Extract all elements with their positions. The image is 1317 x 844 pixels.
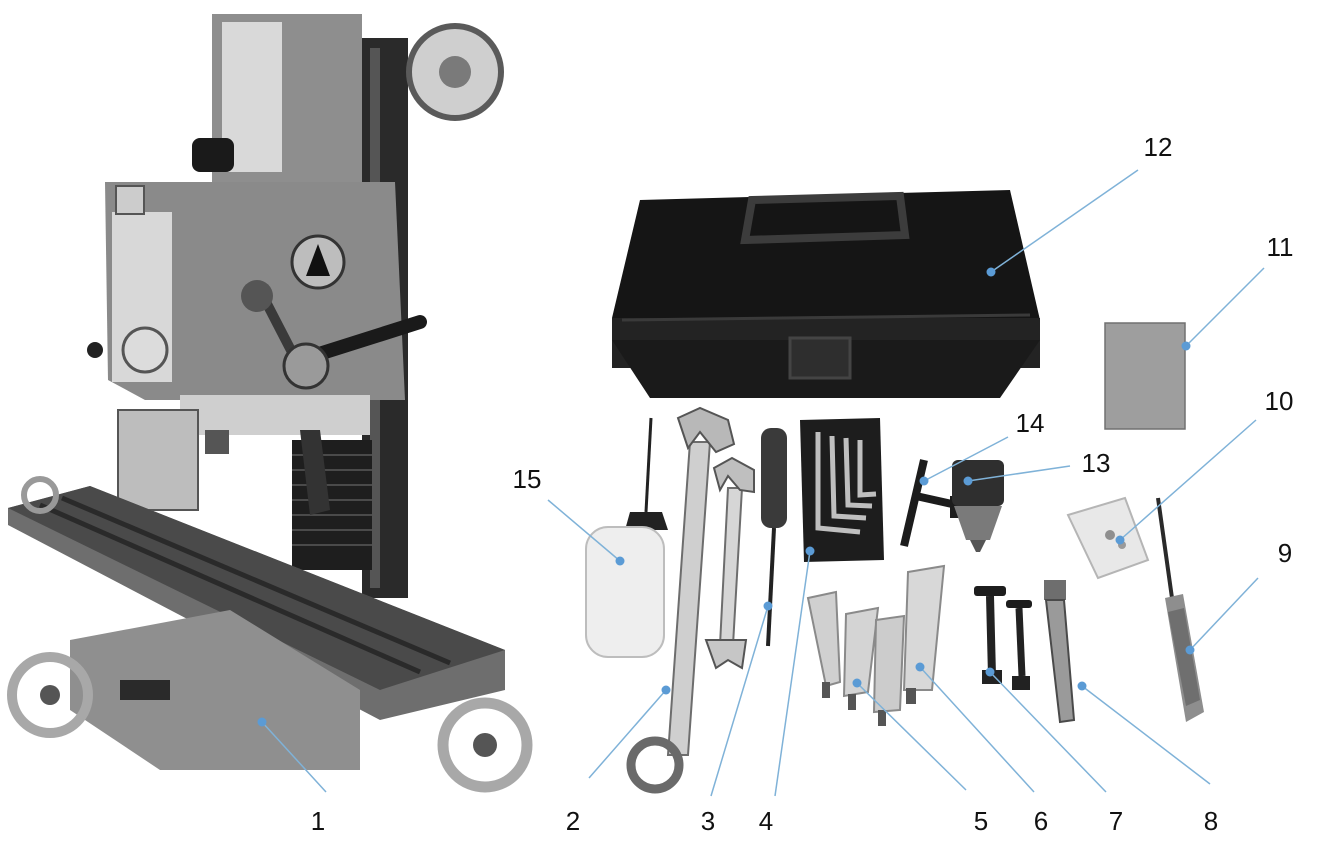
- callout-label-2: 2: [566, 806, 580, 836]
- callout-label-15: 15: [513, 464, 542, 494]
- handle-grips-illustration: [806, 590, 906, 726]
- small-parts-bag-illustration: [1066, 496, 1150, 580]
- handle-grip-tall-illustration: [902, 564, 946, 704]
- leader-dot-6: [915, 662, 925, 672]
- screwdriver-thin-illustration: [761, 428, 787, 647]
- leader-line-11: [1185, 267, 1265, 347]
- callout-label-14: 14: [1016, 408, 1045, 438]
- callout-label-13: 13: [1082, 448, 1111, 478]
- leader-dot-15: [615, 556, 625, 566]
- t-bolts-illustration: [974, 586, 1032, 690]
- callout-label-6: 6: [1034, 806, 1048, 836]
- leader-line-4: [774, 550, 811, 797]
- callout-label-1: 1: [311, 806, 325, 836]
- leader-line-15: [547, 499, 621, 562]
- hex-key-set-illustration: [800, 418, 884, 562]
- leader-dot-4: [805, 546, 815, 556]
- leader-line-6: [919, 666, 1035, 793]
- leader-dot-11: [1181, 341, 1191, 351]
- drawbar-illustration: [1044, 580, 1076, 724]
- milling-machine-illustration: [7, 14, 533, 793]
- callout-label-7: 7: [1109, 806, 1123, 836]
- leader-dot-3: [763, 601, 773, 611]
- leader-line-9: [1189, 577, 1259, 651]
- leader-line-1: [261, 721, 327, 793]
- leader-dot-8: [1077, 681, 1087, 691]
- leader-dot-10: [1115, 535, 1125, 545]
- drill-chuck-illustration: [952, 460, 1004, 552]
- toolbox-illustration: [612, 190, 1040, 398]
- leader-line-12: [990, 169, 1139, 273]
- callout-label-9: 9: [1278, 538, 1292, 568]
- screwdriver-handle-illustration: [1156, 497, 1204, 722]
- leader-line-2: [588, 689, 667, 779]
- leader-line-3: [710, 605, 769, 797]
- callout-label-3: 3: [701, 806, 715, 836]
- leader-line-13: [967, 465, 1071, 482]
- manual-placeholder: [1104, 322, 1186, 430]
- callout-label-5: 5: [974, 806, 988, 836]
- leader-line-8: [1081, 685, 1211, 785]
- leader-dot-5: [852, 678, 862, 688]
- leader-dot-14: [919, 476, 929, 486]
- wrenches-illustration: [626, 406, 755, 794]
- callout-label-8: 8: [1204, 806, 1218, 836]
- leader-dot-13: [963, 476, 973, 486]
- oil-bottle-illustration: [585, 417, 668, 658]
- leader-dot-1: [257, 717, 267, 727]
- callout-label-11: 11: [1267, 232, 1294, 262]
- leader-line-7: [989, 671, 1107, 793]
- leader-dot-12: [986, 267, 996, 277]
- leader-line-14: [923, 436, 1009, 482]
- leader-line-5: [856, 682, 967, 791]
- callout-label-10: 10: [1265, 386, 1294, 416]
- leader-dot-2: [661, 685, 671, 695]
- leader-dot-7: [985, 667, 995, 677]
- leader-line-10: [1119, 419, 1257, 541]
- callout-label-12: 12: [1144, 132, 1173, 162]
- callout-label-4: 4: [759, 806, 773, 836]
- leader-dot-9: [1185, 645, 1195, 655]
